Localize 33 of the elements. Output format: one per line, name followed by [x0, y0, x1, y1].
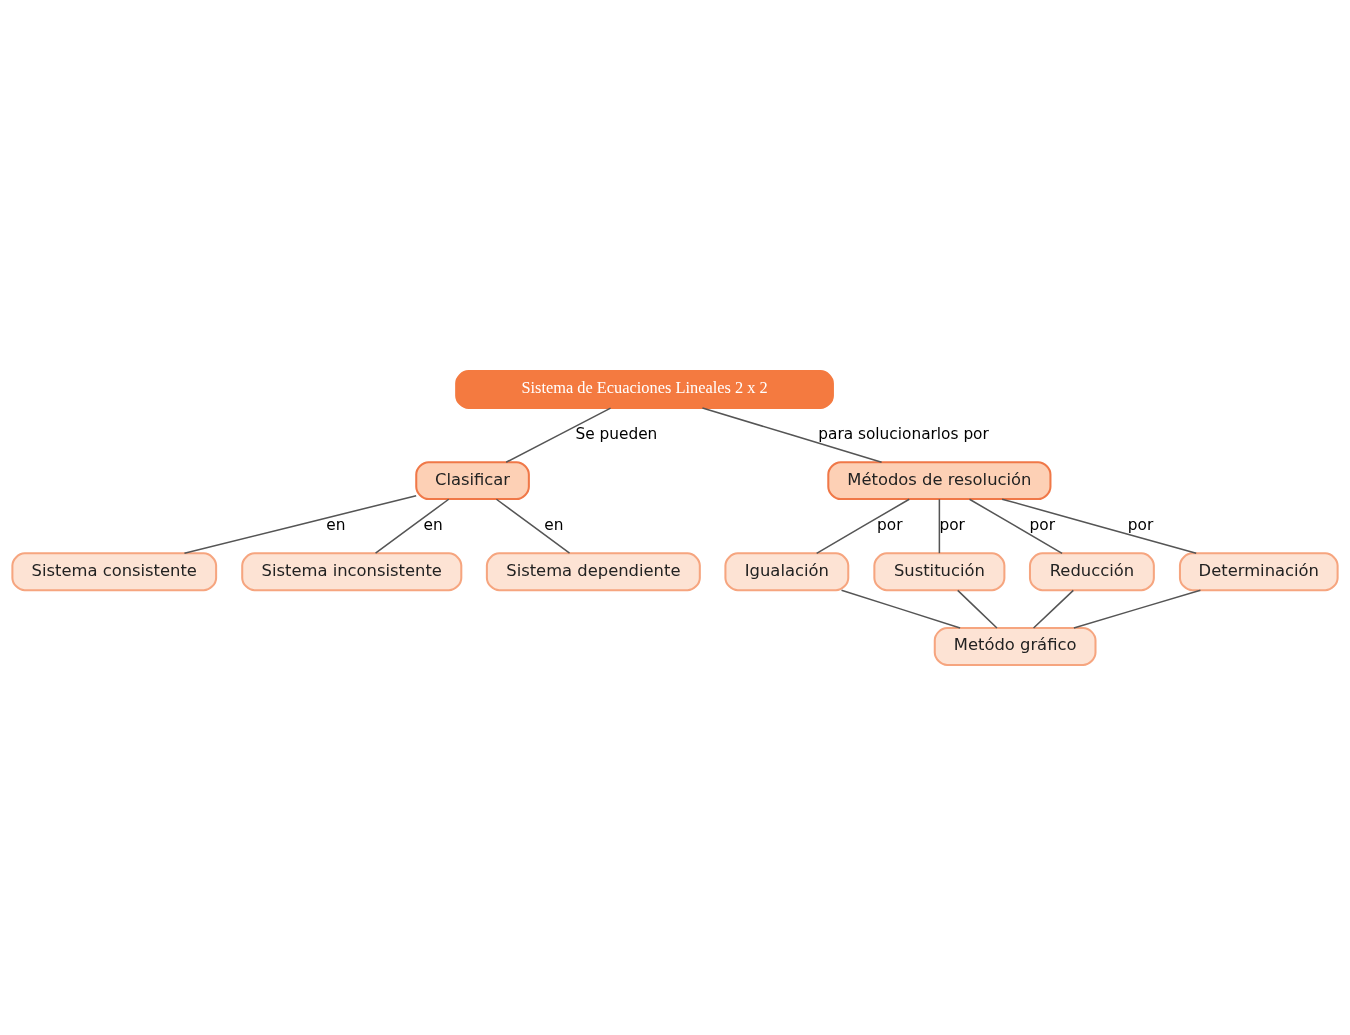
edge-label: en	[423, 515, 443, 534]
node-box: Sistema dependiente	[485, 551, 701, 591]
node-box: Clasificar	[415, 460, 530, 500]
connector	[505, 406, 612, 463]
node-box: Sistema inconsistente	[241, 551, 463, 591]
node-box: Metódo gráfico	[933, 626, 1097, 666]
edge-label: para solucionarlos por	[818, 424, 989, 443]
node-box: Igualación	[724, 551, 850, 591]
node-box: Sistema consistente	[11, 551, 218, 591]
node-box: Determinación	[1178, 551, 1339, 591]
edge-label: por	[1029, 515, 1055, 534]
edge-label: por	[939, 515, 965, 534]
connector	[495, 498, 571, 554]
connector	[1032, 589, 1075, 629]
edge-label: Se pueden	[575, 424, 658, 443]
node-box: Reducción	[1028, 551, 1155, 591]
connector	[938, 498, 941, 554]
edge-label: en	[326, 515, 346, 534]
connector	[968, 498, 1063, 554]
connector	[1073, 588, 1202, 629]
connector	[183, 494, 417, 554]
node-box: Sustitución	[873, 551, 1006, 591]
edge-label: por	[1127, 515, 1154, 534]
connector	[374, 498, 450, 554]
edge-label: en	[544, 515, 564, 534]
node-box: Sistema de Ecuaciones Lineales 2 x 2	[455, 369, 834, 409]
connector	[1001, 497, 1197, 554]
connector	[815, 498, 910, 554]
connector	[701, 406, 883, 463]
node-box: Métodos de resolución	[827, 460, 1052, 500]
connector	[956, 589, 998, 629]
connector	[840, 588, 961, 629]
edge-label: por	[877, 515, 903, 534]
